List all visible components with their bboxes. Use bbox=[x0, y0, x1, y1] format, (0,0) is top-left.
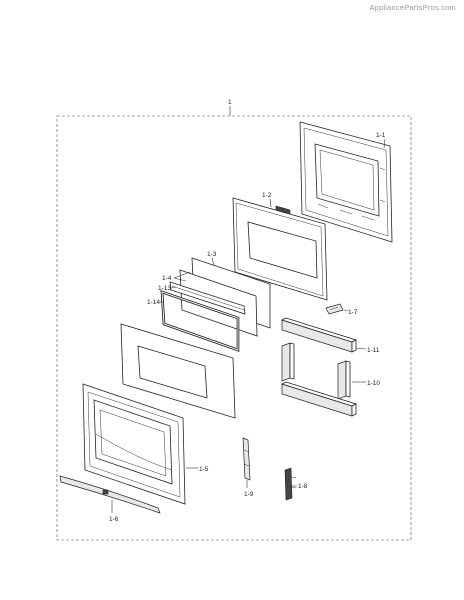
part-glass-holder bbox=[169, 281, 246, 315]
leader-1-3 bbox=[211, 257, 215, 267]
label-1-11: 1-11 bbox=[367, 347, 380, 354]
part-side-bracket bbox=[242, 437, 251, 481]
part-gasket-frame bbox=[160, 290, 240, 352]
leader-1-13 bbox=[170, 286, 177, 289]
part-outer-door bbox=[82, 383, 186, 505]
label-1-6: 1-6 bbox=[109, 516, 119, 523]
label-1-14: 1-14 bbox=[147, 299, 160, 306]
part-hinge-clip bbox=[325, 303, 344, 315]
label-1-9: 1-9 bbox=[244, 491, 254, 498]
leader-1-11 bbox=[355, 347, 367, 350]
label-1-13: 1-13 bbox=[158, 285, 171, 292]
assembly-boundary bbox=[56, 115, 412, 541]
assembly-label: 1 bbox=[228, 99, 232, 106]
label-1-5: 1-5 bbox=[199, 466, 209, 473]
label-1-8: 1-8 bbox=[298, 483, 308, 490]
leader-1-1 bbox=[383, 138, 386, 149]
watermark-text: AppliancePartsPros.com bbox=[369, 3, 456, 12]
part-door-handle bbox=[59, 475, 161, 514]
leader-1-4a bbox=[173, 271, 191, 279]
part-trim-top bbox=[280, 317, 358, 353]
label-1-3: 1-3 bbox=[207, 251, 217, 258]
part-inner-door-frame bbox=[299, 121, 393, 243]
label-1-2: 1-2 bbox=[262, 192, 272, 199]
part-outer-glass bbox=[120, 323, 236, 419]
label-1-1: 1-1 bbox=[376, 132, 386, 139]
label-1-7: 1-7 bbox=[348, 309, 358, 316]
part-hinge bbox=[284, 467, 297, 501]
leader-1-4b bbox=[173, 277, 187, 282]
label-1-10: 1-10 bbox=[367, 380, 380, 387]
part-trim-set bbox=[280, 342, 358, 417]
part-inner-door-panel bbox=[232, 197, 328, 301]
leader-1-2 bbox=[269, 198, 272, 208]
label-1-4: 1-4 bbox=[162, 275, 172, 282]
leader-1-7 bbox=[343, 309, 349, 312]
